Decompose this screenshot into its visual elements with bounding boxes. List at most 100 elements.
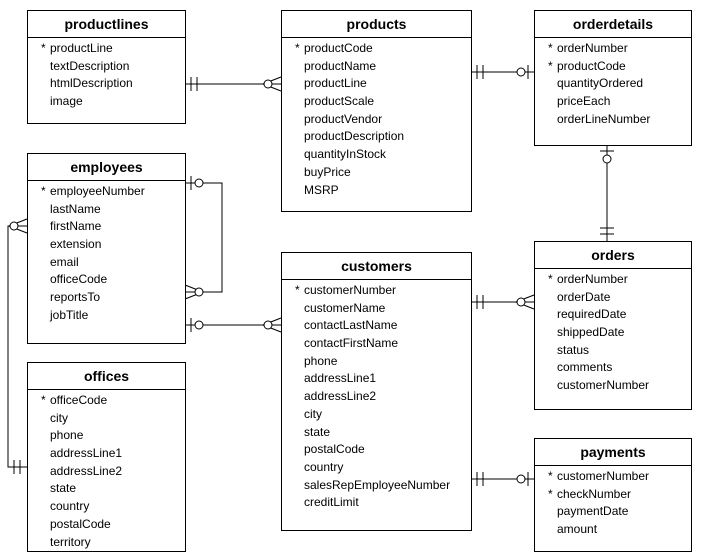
field-name: state [304,424,331,439]
field: lastName [28,201,185,219]
field: contactLastName [282,317,471,335]
field-name: employeeNumber [50,184,145,198]
field: amount [535,521,691,539]
field-name: salesRepEmployeeNumber [304,477,451,492]
field-name: territory [50,534,91,549]
field-list: * productLine textDescription htmlDescripti… [28,38,185,111]
field-name: quantityInStock [304,147,387,162]
field: productVendor [282,111,471,129]
field: contactFirstName [282,335,471,353]
entity-title: customers [282,253,471,280]
field-name: orderNumber [557,272,628,286]
field-name: productScale [304,94,375,109]
field: jobTitle [28,307,185,325]
field-name: MSRP [304,182,339,197]
field: postalCode [282,441,471,459]
field: paymentDate [535,503,691,521]
field: productDescription [282,128,471,146]
primary-key-icon: * [548,486,553,501]
rel-employees-self [184,176,223,300]
field-name: buyPrice [304,164,351,179]
field: buyPrice [282,164,471,182]
rel-offices-employees [7,218,28,474]
primary-key-field: * officeCode [28,392,185,410]
field: comments [535,359,691,377]
field-name: addressLine2 [304,389,377,404]
field-name: shippedDate [557,325,625,340]
field-name: orderLineNumber [557,111,651,126]
field: salesRepEmployeeNumber [282,477,471,495]
field: addressLine1 [28,445,185,463]
field: textDescription [28,58,185,76]
field-name: jobTitle [50,307,89,322]
field-name: officeCode [50,393,108,407]
field-name: officeCode [50,272,108,287]
field: state [282,424,471,442]
primary-key-icon: * [295,41,300,55]
field-name: priceEach [557,94,611,109]
field-name: status [557,342,590,357]
field: state [28,480,185,498]
entity-title: products [282,11,471,38]
field: image [28,93,185,111]
field-name: addressLine1 [50,446,123,461]
field: htmlDescription [28,75,185,93]
rel-customers-orders [471,294,535,310]
entity-title: orderdetails [535,11,691,38]
field-name: firstName [50,219,102,234]
entity-title: offices [28,363,185,390]
field-name: productVendor [304,111,383,126]
field-name: phone [50,428,84,443]
field-name: contactFirstName [304,336,399,351]
field-name: addressLine2 [50,463,123,478]
entity-title: employees [28,154,185,181]
field-name: productCode [304,41,373,55]
field-name: textDescription [50,58,130,73]
field-name: state [50,481,77,496]
field-name: htmlDescription [50,76,133,91]
entity-offices: offices * officeCode city phone addressLine1… [27,362,186,552]
field: phone [28,427,185,445]
field-name: country [304,459,344,474]
field: productScale [282,93,471,111]
field: productLine [282,75,471,93]
primary-key-field: * productLine [28,40,185,58]
primary-key-icon: * [41,41,46,55]
field: requiredDate [535,306,691,324]
rel-employees-customers [185,317,282,333]
field: country [282,459,471,477]
field: territory [28,534,185,552]
rel-customers-payments [471,472,534,486]
field-name: productCode [557,58,626,73]
field-name: orderDate [557,289,611,304]
field: firstName [28,218,185,236]
field-name: paymentDate [557,504,629,519]
field: priceEach [535,93,691,111]
entity-title: orders [535,242,691,269]
primary-key-icon: * [548,469,553,483]
primary-key-field: *productCode [535,58,691,76]
field: email [28,254,185,272]
field-name: city [50,410,68,425]
field-name: productLine [50,41,113,55]
field: customerNumber [535,377,691,395]
field: city [282,406,471,424]
field-name: email [50,254,79,269]
primary-key-field: * productCode [282,40,471,58]
field-name: productLine [304,76,367,91]
primary-key-icon: * [295,283,300,297]
field-name: productDescription [304,129,405,144]
field: city [28,410,185,428]
field-name: image [50,94,83,109]
field-name: phone [304,353,338,368]
primary-key-icon: * [41,393,46,407]
field-name: customerName [304,300,386,315]
field: MSRP [282,182,471,200]
